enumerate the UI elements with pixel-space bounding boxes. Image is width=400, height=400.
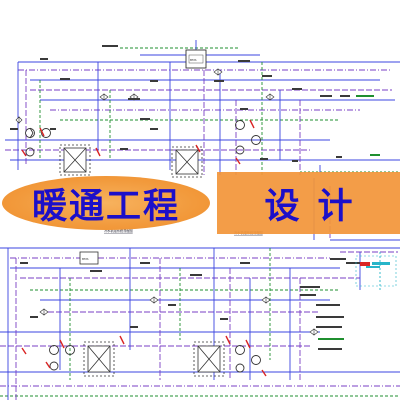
lower-chiller-unit-2: [193, 341, 225, 377]
banner-title-hvac-engineering: 暖通工程: [31, 186, 180, 227]
lower-pump-symbols: [21, 335, 267, 377]
upper-chiller-unit-2: [171, 146, 203, 178]
banner-title-design: 设计: [264, 186, 371, 227]
lower-legend-box: [355, 255, 397, 287]
lower-control-panel: BMS: [79, 251, 99, 265]
upper-chiller-unit-1: [59, 144, 91, 176]
upper-pipe-tags: [10, 45, 380, 162]
lower-pipe-tags: [20, 258, 380, 350]
upper-drawing-title: 冷水机组系统流程图: [104, 228, 133, 233]
title-banner-left: 暖通工程: [2, 176, 210, 230]
lower-valve-symbols: [39, 296, 319, 336]
lower-chiller-unit-1: [83, 341, 115, 377]
upper-valve-symbols: [15, 68, 275, 124]
svg-text:BMS: BMS: [190, 58, 197, 62]
upper-control-panel: BMS: [185, 49, 207, 69]
upper-pump-symbols: [21, 119, 261, 165]
title-banner-right: 设计: [217, 172, 400, 234]
svg-text:BMS: BMS: [82, 257, 89, 261]
